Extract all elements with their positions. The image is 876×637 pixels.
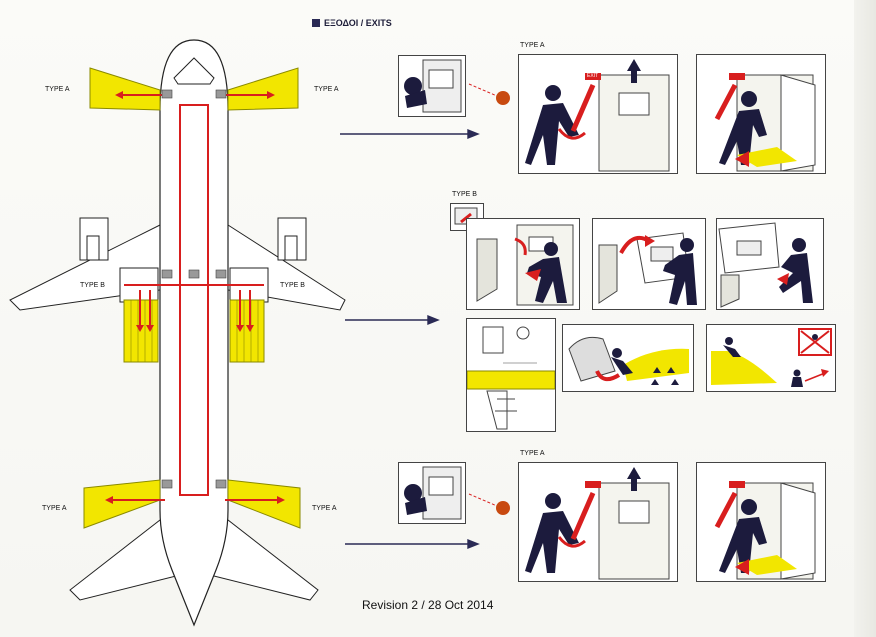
rear-left-exit-label: TYPE A [42,505,67,512]
row3-handle-closeup [398,462,466,524]
row3-step2-panel [696,462,826,582]
row1-step2-panel [696,54,826,174]
row1-handle-closeup [398,55,466,117]
aircraft-plan [9,39,346,627]
row3-type-label: TYPE A [520,450,545,457]
row3-fire-warning-icon [468,493,510,515]
slide-front-right [227,67,299,111]
front-right-exit-label: TYPE A [314,86,339,93]
escape-path [179,104,209,496]
row1-type-label: TYPE A [520,42,545,49]
title-square-icon [312,19,320,27]
exit-sign: EXIT [587,73,599,79]
slide-front-left [89,67,161,111]
row2-evacuate-panel [706,324,836,392]
slide-mid-right [229,299,265,363]
card-edge [854,0,876,637]
title-text: ΕΞΟΔΟΙ / EXITS [324,18,392,28]
row2-type-label: TYPE B [452,191,477,198]
slide-rear-right [227,479,301,529]
row1-step1-panel: EXIT [518,54,678,174]
revision-footer: Revision 2 / 28 Oct 2014 [362,598,494,612]
fuselage [159,39,229,627]
front-left-exit-label: TYPE A [45,86,70,93]
row2-step1-panel [466,218,580,310]
slide-rear-left [83,479,161,529]
row2-slide-diagram [466,318,556,432]
row2-step3-panel [716,218,824,310]
row2-slide-deploy-panel [562,324,694,392]
row1-fire-warning-icon [468,83,510,105]
rear-right-exit-label: TYPE A [312,505,337,512]
mid-left-exit-label: TYPE B [80,282,105,289]
slide-mid-left [123,299,159,363]
connector-arrows [340,128,480,550]
mid-right-exit-label: TYPE B [280,282,305,289]
page-title: ΕΞΟΔΟΙ / EXITS [312,18,392,28]
row3-step1-panel [518,462,678,582]
row2-step2-panel [592,218,706,310]
